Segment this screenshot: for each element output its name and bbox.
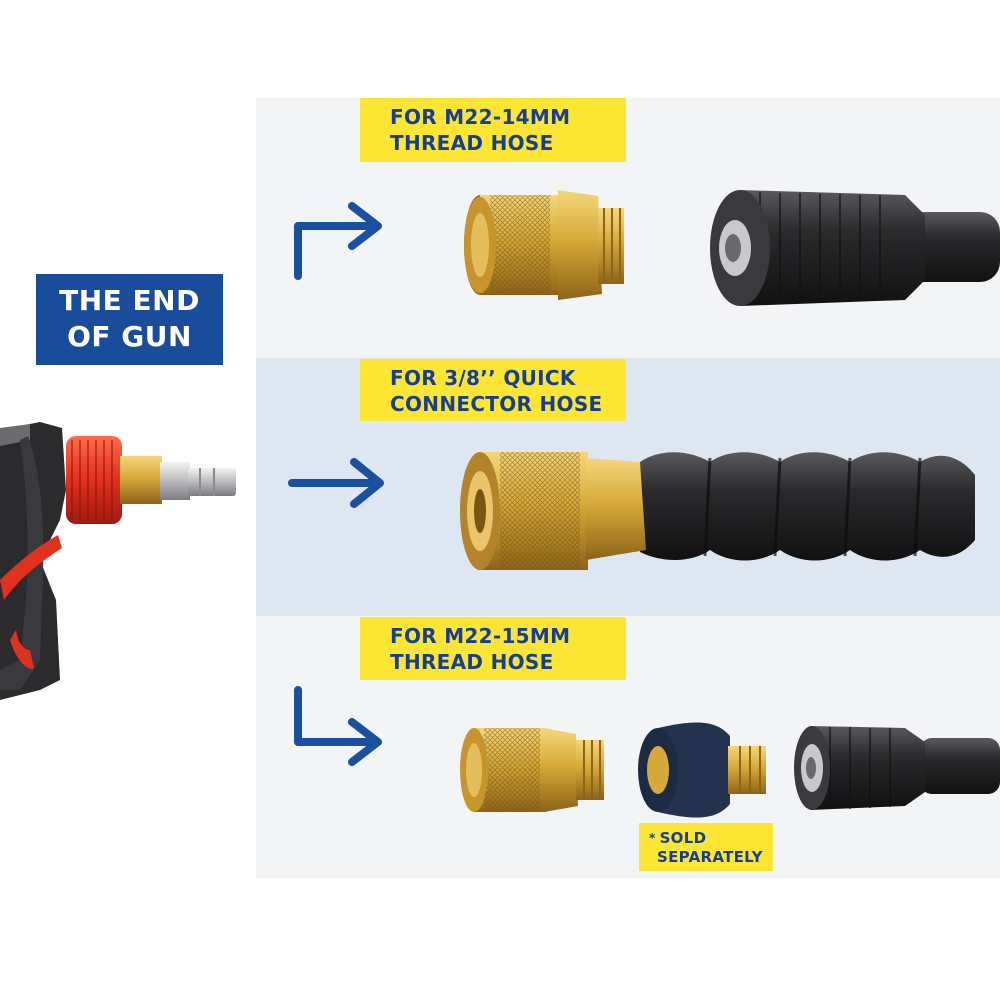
arrow-up-right-icon xyxy=(294,202,382,280)
sold-separately-line1: SOLD xyxy=(659,829,707,847)
arrow-right-icon xyxy=(288,458,384,508)
sold-separately-note: *SOLD SEPARATELY xyxy=(639,823,773,871)
corrugated-hose xyxy=(640,452,975,561)
gun-end-label-line1: THE END xyxy=(59,284,200,317)
black-hose-nut-m22-14mm xyxy=(710,190,1000,306)
gun-end-label: THE END OF GUN xyxy=(36,274,223,365)
asterisk-mark: * xyxy=(649,831,656,845)
m22-15mm-label-line2: THREAD HOSE xyxy=(390,650,554,674)
m22-14mm-label-line1: FOR M22-14MM xyxy=(390,105,571,129)
quick-connector-label-line2: CONNECTOR HOSE xyxy=(390,392,603,416)
m22-14mm-label: FOR M22-14MM THREAD HOSE xyxy=(360,98,626,162)
brass-coupler-m22-14mm xyxy=(464,190,624,300)
gun-end-label-line2: OF GUN xyxy=(67,320,192,353)
spray-gun xyxy=(0,422,236,700)
quick-connector-label-line1: FOR 3/8’’ QUICK xyxy=(390,366,576,390)
quick-connector-label: FOR 3/8’’ QUICK CONNECTOR HOSE xyxy=(360,359,626,421)
arrow-down-right-icon xyxy=(294,686,382,766)
brass-coupler-m22-15mm xyxy=(460,728,604,812)
m22-15mm-label-line1: FOR M22-15MM xyxy=(390,624,571,648)
black-hose-nut-m22-15mm xyxy=(794,726,1000,810)
sold-separately-line2: SEPARATELY xyxy=(657,848,763,866)
brass-quick-connector xyxy=(460,452,646,570)
adapter-sold-separately xyxy=(638,722,766,818)
m22-14mm-label-line2: THREAD HOSE xyxy=(390,131,554,155)
m22-15mm-label: FOR M22-15MM THREAD HOSE xyxy=(360,617,626,680)
